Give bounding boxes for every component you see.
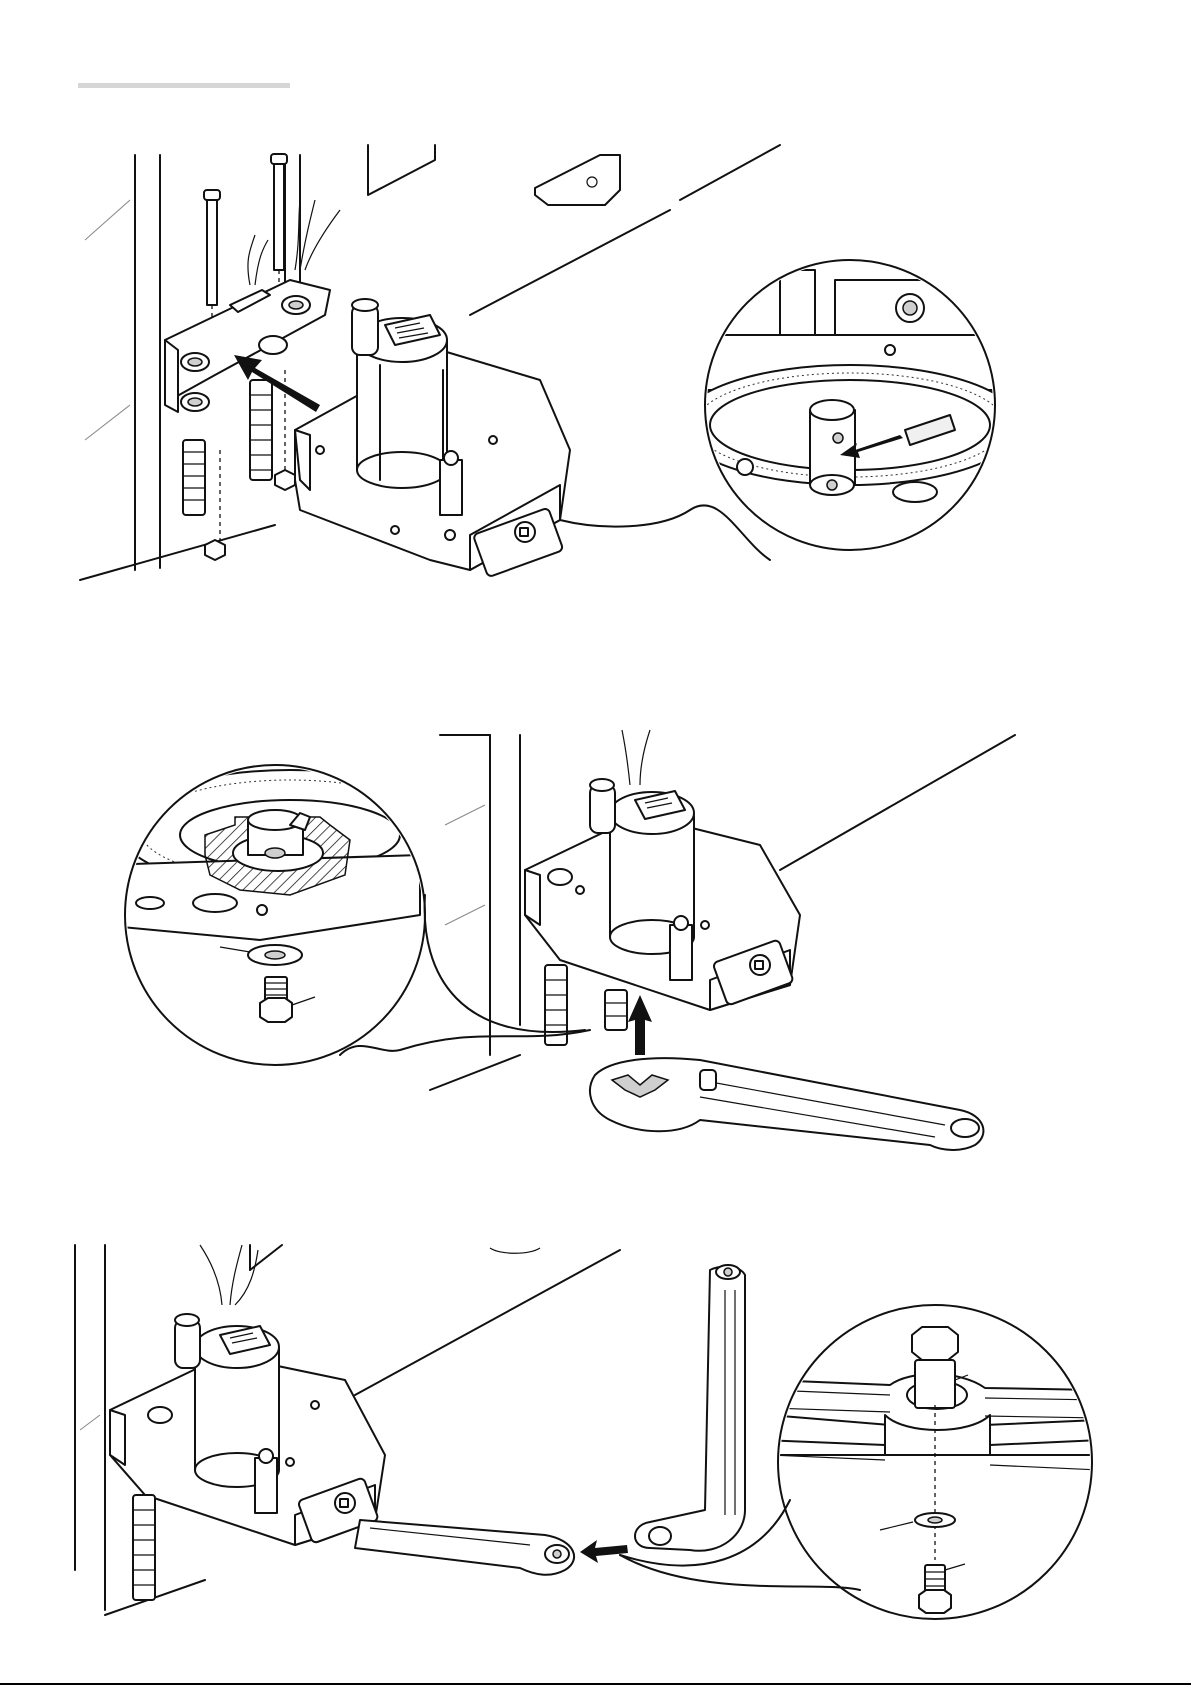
attach-arrow — [580, 1540, 628, 1563]
callout-pin-detail — [560, 260, 1020, 560]
cable-wires — [622, 730, 650, 785]
washer — [880, 1513, 955, 1530]
lever-arm — [355, 1520, 574, 1575]
figure-step-1 — [0, 140, 1191, 600]
wall-bracket — [165, 280, 330, 412]
window-frame — [368, 145, 435, 195]
threaded-rod — [133, 1495, 155, 1600]
top-bracket — [535, 155, 620, 205]
figure-step-3 — [0, 1230, 1191, 1640]
screw — [919, 1564, 965, 1613]
callout-arm-joint — [620, 1305, 1100, 1619]
callout-shaft-section — [100, 725, 590, 1065]
link-arm — [635, 1265, 745, 1551]
figure-step-2 — [0, 725, 1191, 1165]
nuts — [205, 470, 295, 560]
header-rule — [78, 83, 290, 88]
bolt — [260, 977, 315, 1022]
motor-unit — [295, 299, 570, 577]
cable-wires — [248, 200, 340, 285]
washer — [220, 945, 302, 965]
lift-arrow — [628, 995, 652, 1055]
insert-arrow — [234, 355, 320, 412]
lever-arm — [590, 1058, 983, 1150]
